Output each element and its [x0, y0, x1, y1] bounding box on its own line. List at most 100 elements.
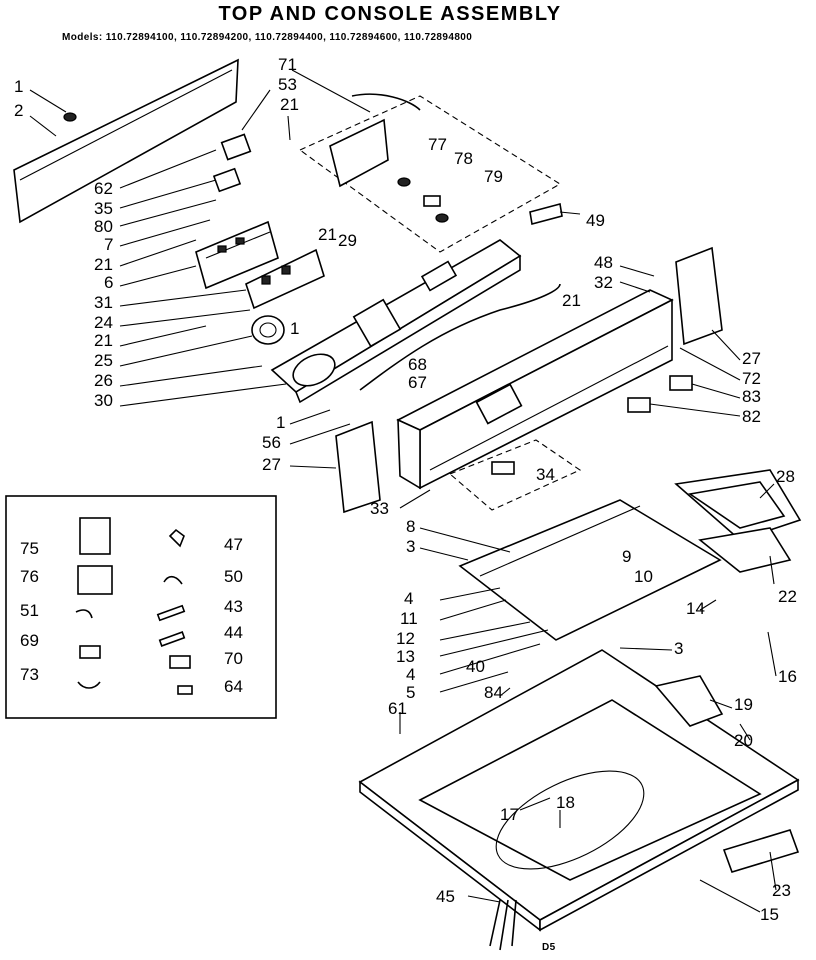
- callout-1b: 1: [290, 319, 299, 338]
- diagram-title: TOP AND CONSOLE ASSEMBLY: [218, 3, 561, 25]
- callout-30: 30: [94, 391, 113, 410]
- callout-1a: 1: [14, 77, 23, 96]
- models-line: Models: 110.72894100, 110.72894200, 110.…: [62, 32, 472, 43]
- callout-22: 22: [778, 587, 797, 606]
- callout-70: 70: [224, 649, 243, 668]
- callout-45: 45: [436, 887, 455, 906]
- plate-49: [529, 203, 563, 225]
- callout-17: 17: [500, 805, 519, 824]
- callout-21e: 21: [562, 291, 581, 310]
- callout-34: 34: [536, 465, 555, 484]
- buzzer: [292, 353, 336, 387]
- hinge-23: [722, 829, 800, 873]
- back-panel: [13, 58, 239, 224]
- callout-78: 78: [454, 149, 473, 168]
- callout-20: 20: [734, 731, 753, 750]
- callout-69: 69: [20, 631, 39, 650]
- callout-51: 51: [20, 601, 39, 620]
- leader-lines: [29, 69, 777, 913]
- main-top: [358, 649, 800, 932]
- callout-25: 25: [94, 351, 113, 370]
- callout-33: 33: [370, 499, 389, 518]
- callout-26: 26: [94, 371, 113, 390]
- callout-4a: 4: [404, 589, 413, 608]
- callout-28: 28: [776, 467, 795, 486]
- callout-84: 84: [484, 683, 503, 702]
- callout-72: 72: [742, 369, 761, 388]
- selector-switch: [245, 248, 325, 310]
- footer-code: D5: [542, 942, 556, 953]
- callout-75: 75: [20, 539, 39, 558]
- small-switch-35: [212, 167, 242, 193]
- console-panel: [396, 289, 674, 490]
- switch-housing: [654, 675, 724, 727]
- callout-23: 23: [772, 881, 791, 900]
- top-lid: [458, 499, 722, 641]
- connector-82: [627, 397, 651, 413]
- callout-18: 18: [556, 793, 575, 812]
- callout-15: 15: [760, 905, 779, 924]
- callout-47: 47: [224, 535, 243, 554]
- callout-12: 12: [396, 629, 415, 648]
- callout-27b: 27: [262, 455, 281, 474]
- inset-box-34: [449, 439, 582, 511]
- callout-40: 40: [466, 657, 485, 676]
- callout-21c: 21: [94, 331, 113, 350]
- callout-4b: 4: [406, 665, 415, 684]
- callout-53: 53: [278, 75, 297, 94]
- callout-29: 29: [338, 231, 357, 250]
- callout-13: 13: [396, 647, 415, 666]
- knob-dial: [251, 315, 285, 345]
- callout-3a: 3: [406, 537, 415, 556]
- callout-56: 56: [262, 433, 281, 452]
- callout-83: 83: [742, 387, 761, 406]
- callout-labels: 1 2 71 53 21 77 78 79 62 35 80 7 21 6 31…: [14, 55, 797, 924]
- end-cap-left: [335, 420, 381, 514]
- callout-11: 11: [400, 609, 418, 628]
- inset-box-upper: [299, 93, 562, 253]
- callout-43: 43: [224, 597, 243, 616]
- callout-76: 76: [20, 567, 39, 586]
- callout-10: 10: [634, 567, 653, 586]
- callout-21a: 21: [280, 95, 299, 114]
- callout-5: 5: [406, 683, 415, 702]
- callout-73: 73: [20, 665, 39, 684]
- callout-24: 24: [94, 313, 113, 332]
- callout-71: 71: [278, 55, 297, 74]
- callout-2: 2: [14, 101, 23, 120]
- dispenser-lid: [674, 469, 802, 573]
- callout-1c: 1: [276, 413, 285, 432]
- callout-31: 31: [94, 293, 113, 312]
- callout-32: 32: [594, 273, 613, 292]
- callout-6: 6: [104, 273, 113, 292]
- callout-27a: 27: [742, 349, 761, 368]
- wire-harness: [359, 283, 561, 391]
- callout-48: 48: [594, 253, 613, 272]
- callout-16: 16: [778, 667, 797, 686]
- callout-62: 62: [94, 179, 113, 198]
- callout-8: 8: [406, 517, 415, 536]
- callout-9: 9: [622, 547, 631, 566]
- end-cap-right: [675, 246, 723, 346]
- callout-3b: 3: [674, 639, 683, 658]
- callout-80: 80: [94, 217, 113, 236]
- callout-44: 44: [224, 623, 243, 642]
- small-switch-53: [220, 133, 252, 161]
- callout-21d: 21: [318, 225, 337, 244]
- callout-50: 50: [224, 567, 243, 586]
- callout-49: 49: [586, 211, 605, 230]
- callout-35: 35: [94, 199, 113, 218]
- screw-1: [63, 112, 77, 122]
- callout-77: 77: [428, 135, 447, 154]
- control-bracket: [270, 239, 522, 404]
- small-parts-panel: [5, 495, 277, 719]
- callout-14: 14: [686, 599, 705, 618]
- callout-64: 64: [224, 677, 243, 696]
- callout-68: 68: [408, 355, 427, 374]
- callout-67: 67: [408, 373, 427, 392]
- callout-19: 19: [734, 695, 753, 714]
- wire-bundle: [489, 899, 517, 951]
- callout-7: 7: [104, 235, 113, 254]
- callout-82: 82: [742, 407, 761, 426]
